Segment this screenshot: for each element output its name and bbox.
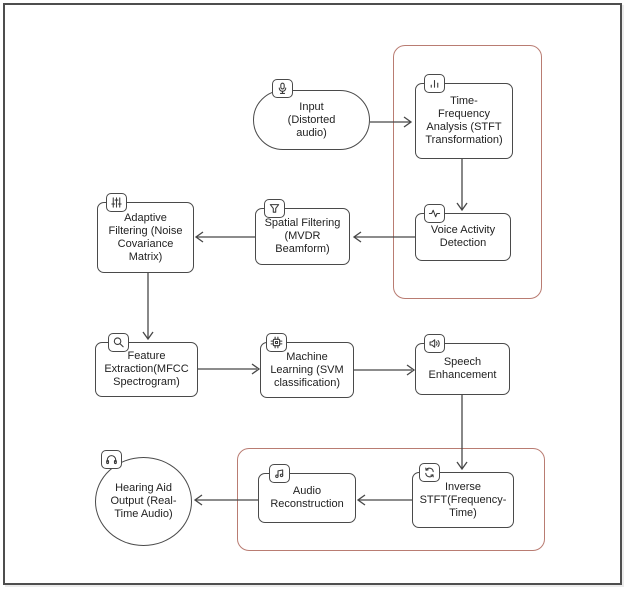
node-time-frequency-analysis: Time- Frequency Analysis (STFT Transform… xyxy=(415,74,513,159)
node-audio-label: Audio Reconstruction xyxy=(270,485,344,510)
node-voice-activity-detection: Voice Activity Detection xyxy=(415,204,511,261)
magnifier-icon xyxy=(108,333,129,352)
node-input-label: Input (Distorted audio) xyxy=(287,100,336,139)
node-tfa-label: Time- Frequency Analysis (STFT Transform… xyxy=(425,95,503,146)
node-inverse-label: Inverse STFT(Frequency- Time) xyxy=(419,480,507,519)
node-feature-extraction: Feature Extraction(MFCC Spectrogram) xyxy=(95,333,198,397)
music-note-icon xyxy=(269,464,290,483)
node-inverse-stft: Inverse STFT(Frequency- Time) xyxy=(412,463,514,528)
headphones-icon xyxy=(101,450,122,469)
node-ml-label: Machine Learning (SVM classification) xyxy=(270,350,344,389)
refresh-icon xyxy=(419,463,440,482)
group-analysis-border xyxy=(393,45,542,299)
node-hearing-aid-output: Hearing Aid Output (Real- Time Audio) xyxy=(95,450,192,546)
chip-icon xyxy=(266,333,287,352)
node-machine-learning: Machine Learning (SVM classification) xyxy=(260,333,354,398)
node-adaptive-label: Adaptive Filtering (Noise Covariance Mat… xyxy=(108,211,183,263)
node-speech-enhancement: Speech Enhancement xyxy=(415,334,510,395)
node-adaptive-filtering: Adaptive Filtering (Noise Covariance Mat… xyxy=(97,193,194,273)
speaker-icon xyxy=(424,334,445,353)
node-vad-label: Voice Activity Detection xyxy=(430,224,496,249)
bar-chart-icon xyxy=(424,74,445,93)
sliders-icon xyxy=(106,193,127,212)
node-hearing-label: Hearing Aid Output (Real- Time Audio) xyxy=(110,482,177,520)
microphone-icon xyxy=(272,79,293,98)
node-audio-reconstruction: Audio Reconstruction xyxy=(258,464,356,523)
waveform-icon xyxy=(424,204,445,223)
funnel-icon xyxy=(264,199,285,218)
node-feature-label: Feature Extraction(MFCC Spectrogram) xyxy=(104,350,189,388)
node-input: Input (Distorted audio) xyxy=(253,79,370,150)
node-spatial-label: Spatial Filtering (MVDR Beamform) xyxy=(264,217,341,255)
node-speech-label: Speech Enhancement xyxy=(428,356,497,381)
node-spatial-filtering: Spatial Filtering (MVDR Beamform) xyxy=(255,199,350,265)
